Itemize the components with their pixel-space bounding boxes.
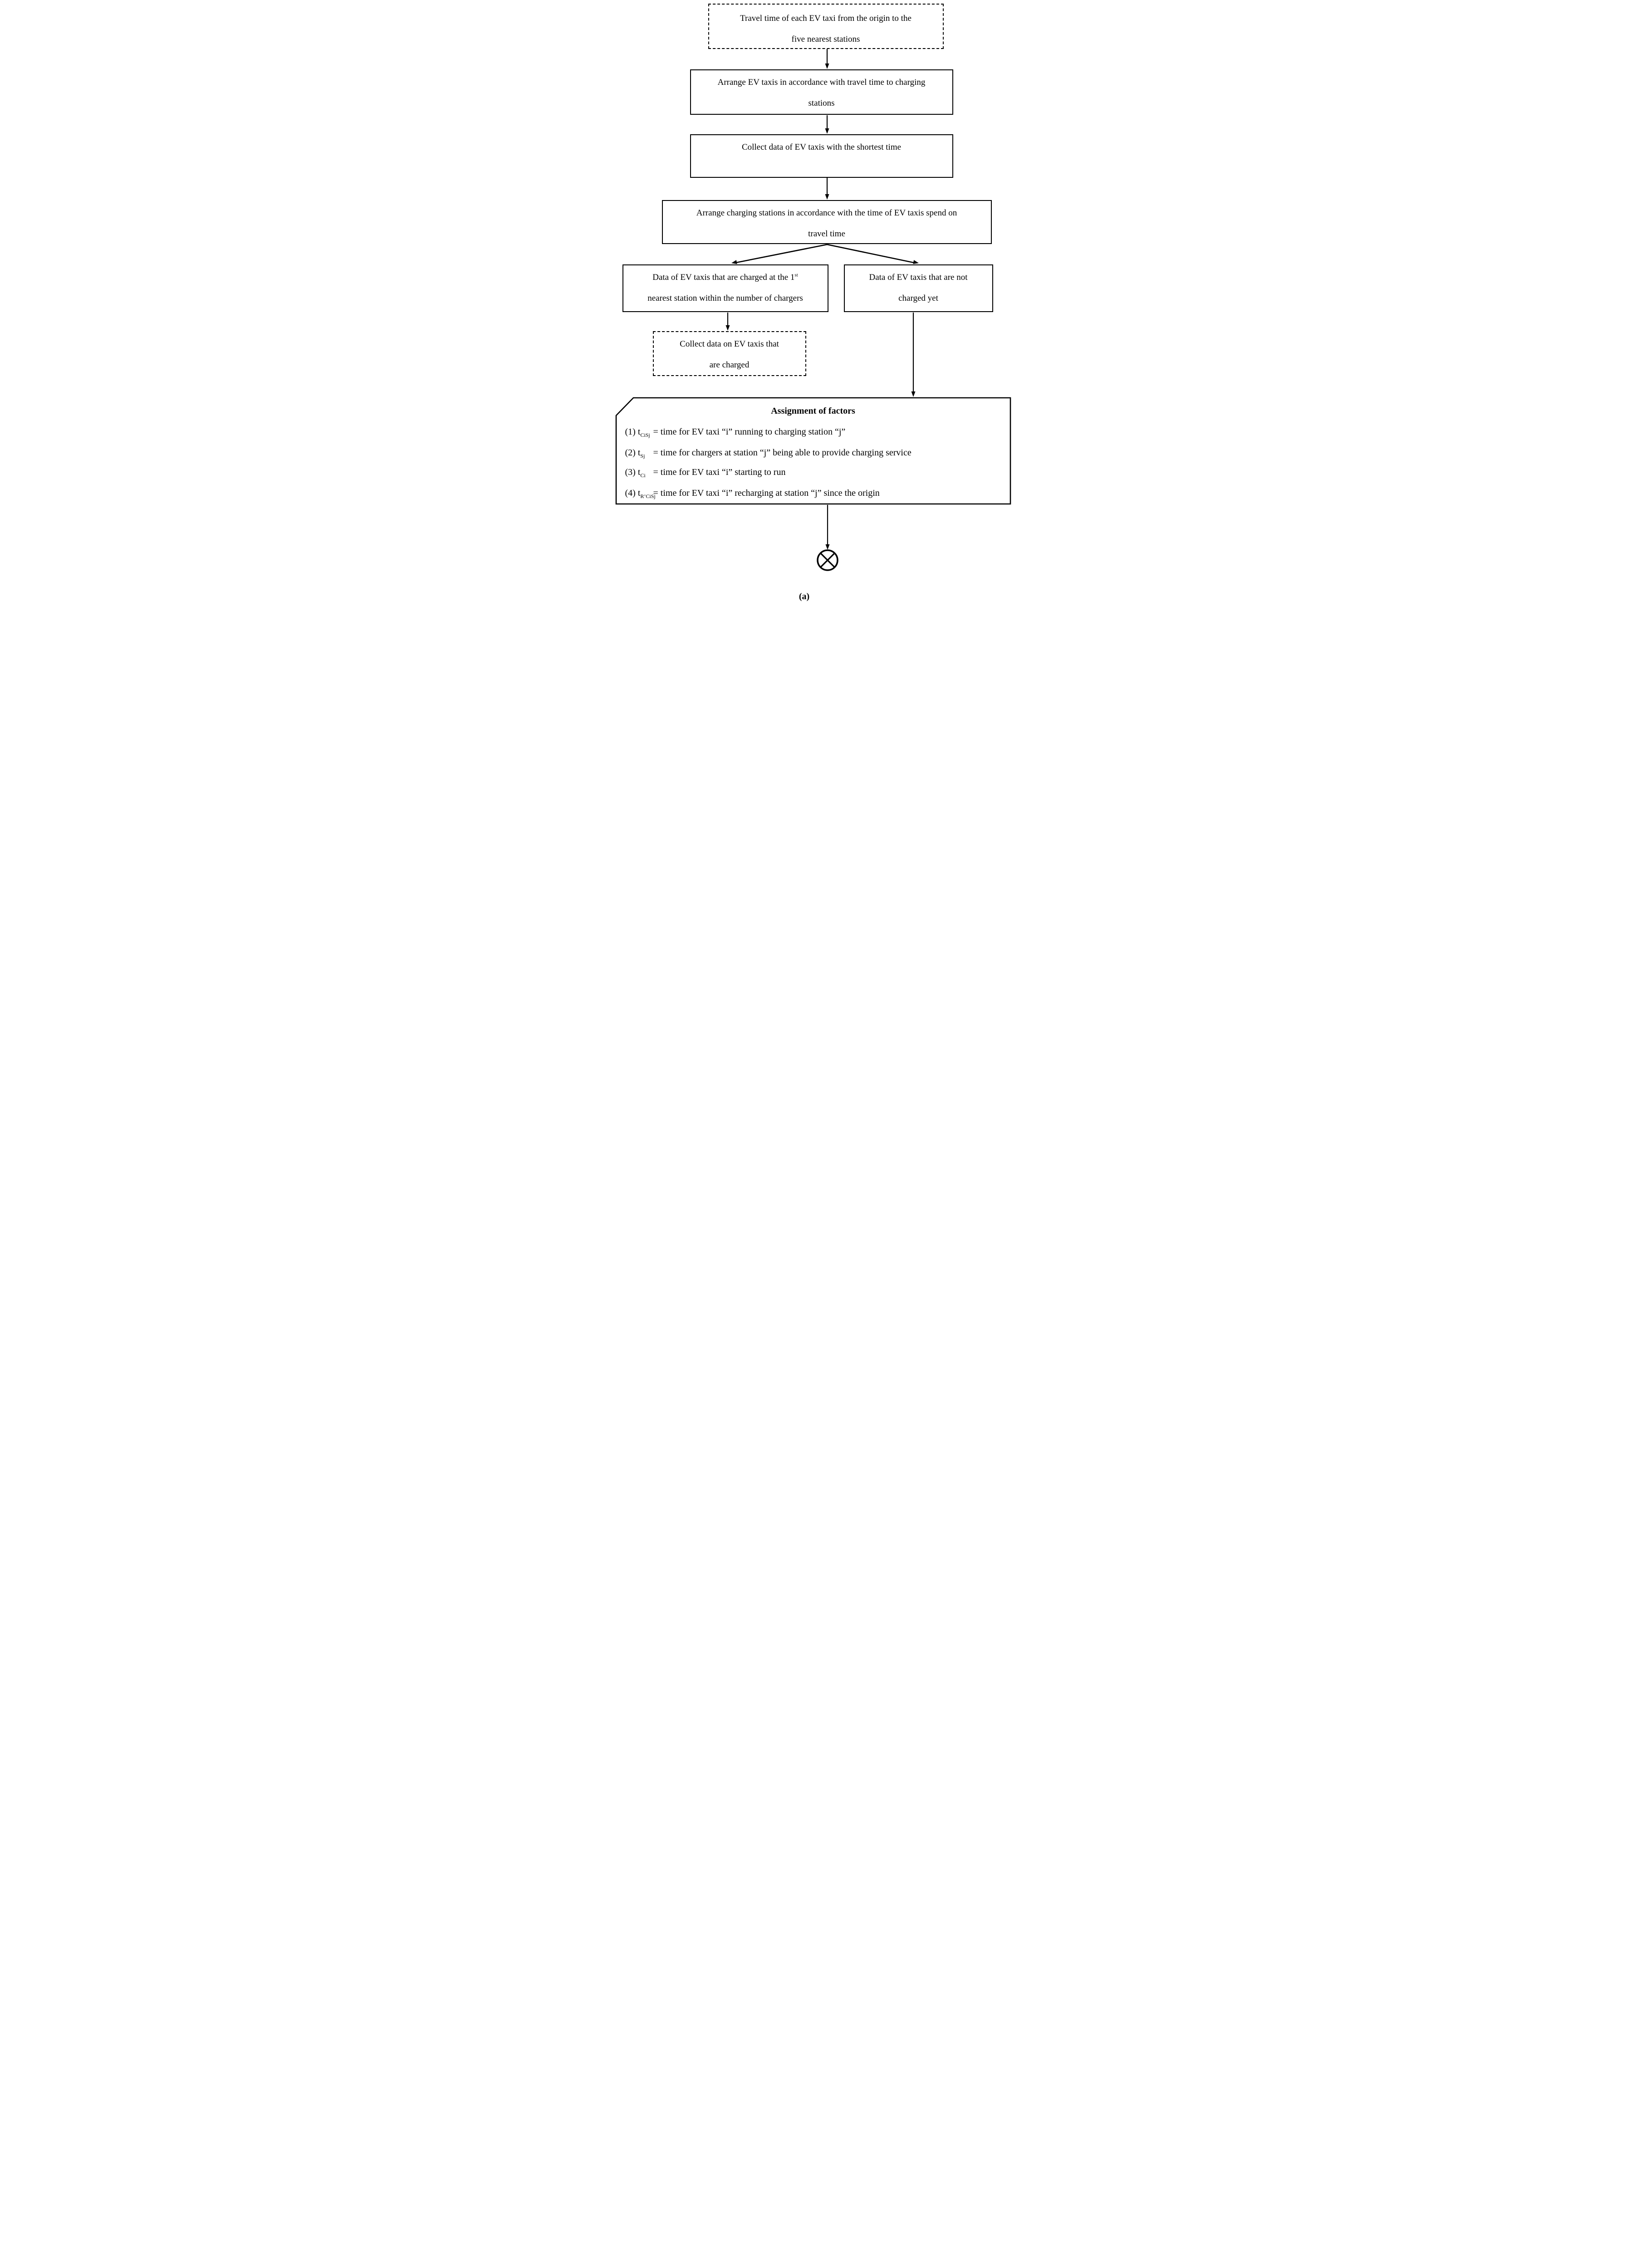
arrow-diagonal-left-icon	[731, 244, 827, 264]
factor-subscript: CiSj	[640, 432, 650, 438]
flowchart-figure: Travel time of each EV taxi from the ori…	[610, 0, 1017, 606]
subfigure-caption: (a)	[799, 591, 810, 601]
node-arrange-stations: Arrange charging stations in accordance …	[662, 200, 992, 244]
assignment-item-3: (3) tCi = time for EV taxi “i” starting t…	[625, 466, 786, 479]
assignment-item-4: (4) tR’CiSj= time for EV taxi “i” rechar…	[625, 487, 880, 499]
node-text-line: five nearest stations	[791, 34, 860, 44]
factor-subscript: R’CiSj	[640, 493, 656, 499]
assignment-title: Assignment of factors	[771, 406, 855, 416]
factor-definition: = time for chargers at station “j” being…	[653, 448, 912, 458]
node-arrange-taxis: Arrange EV taxis in accordance with trav…	[690, 69, 953, 115]
arrow-diagonal-right-icon	[827, 244, 919, 264]
factor-definition: = time for EV taxi “i” recharging at sta…	[653, 488, 880, 498]
node-not-charged: Data of EV taxis that are not charged ye…	[843, 264, 993, 312]
arrow-down-icon	[911, 313, 915, 397]
node-text-line: Arrange EV taxis in accordance with trav…	[717, 78, 926, 87]
node-text-line: nearest station within the number of cha…	[647, 293, 803, 303]
circle-cross-connector-icon	[816, 549, 838, 571]
node-collect-shortest: Collect data of EV taxis with the shorte…	[690, 134, 953, 178]
node-text-line: Arrange charging stations in accordance …	[696, 208, 957, 218]
factor-subscript: Ci	[640, 472, 646, 479]
factor-symbol: (2) tSj	[625, 448, 645, 459]
factor-definition: = time for EV taxi “i” running to chargi…	[653, 427, 846, 437]
assignment-item-2: (2) tSj = time for chargers at station “j…	[625, 446, 912, 459]
factor-symbol: (4) tR’CiSj	[625, 488, 656, 499]
node-text-line: travel time	[808, 229, 845, 239]
node-text-line: Collect data on EV taxis that	[680, 339, 779, 349]
node-text-line: charged yet	[898, 293, 938, 303]
arrow-down-icon	[825, 49, 829, 69]
node-collect-charged: Collect data on EV taxis that are charge…	[652, 331, 806, 376]
node-text-line: Travel time of each EV taxi from the ori…	[740, 14, 912, 23]
assignment-item-1: (1) tCiSj= time for EV taxi “i” running …	[625, 425, 846, 438]
node-text: Data of EV taxis that are charged at the…	[652, 273, 795, 282]
arrow-down-icon	[825, 178, 829, 200]
node-assignment-of-factors: Assignment of factors (1) tCiSj= time fo…	[616, 398, 1010, 504]
node-charged-first: Data of EV taxis that are charged at the…	[622, 264, 828, 312]
node-text-line: Data of EV taxis that are charged at the…	[623, 267, 828, 288]
factor-symbol: (1) tCiSj	[625, 427, 650, 438]
arrow-down-icon	[825, 115, 829, 134]
factor-subscript: Sj	[640, 453, 645, 459]
factor-definition: = time for EV taxi “i” starting to run	[653, 467, 786, 477]
node-text-line: Data of EV taxis that are not	[869, 273, 968, 282]
node-text-line: Collect data of EV taxis with the shorte…	[741, 142, 902, 152]
node-text-line: stations	[808, 98, 835, 108]
node-text-line: are charged	[709, 360, 750, 370]
factor-symbol: (3) tCi	[625, 467, 646, 479]
arrow-down-icon	[725, 313, 730, 331]
node-travel-time: Travel time of each EV taxi from the ori…	[708, 4, 944, 49]
ordinal-superscript: st	[794, 272, 798, 278]
arrow-down-icon	[825, 505, 829, 550]
